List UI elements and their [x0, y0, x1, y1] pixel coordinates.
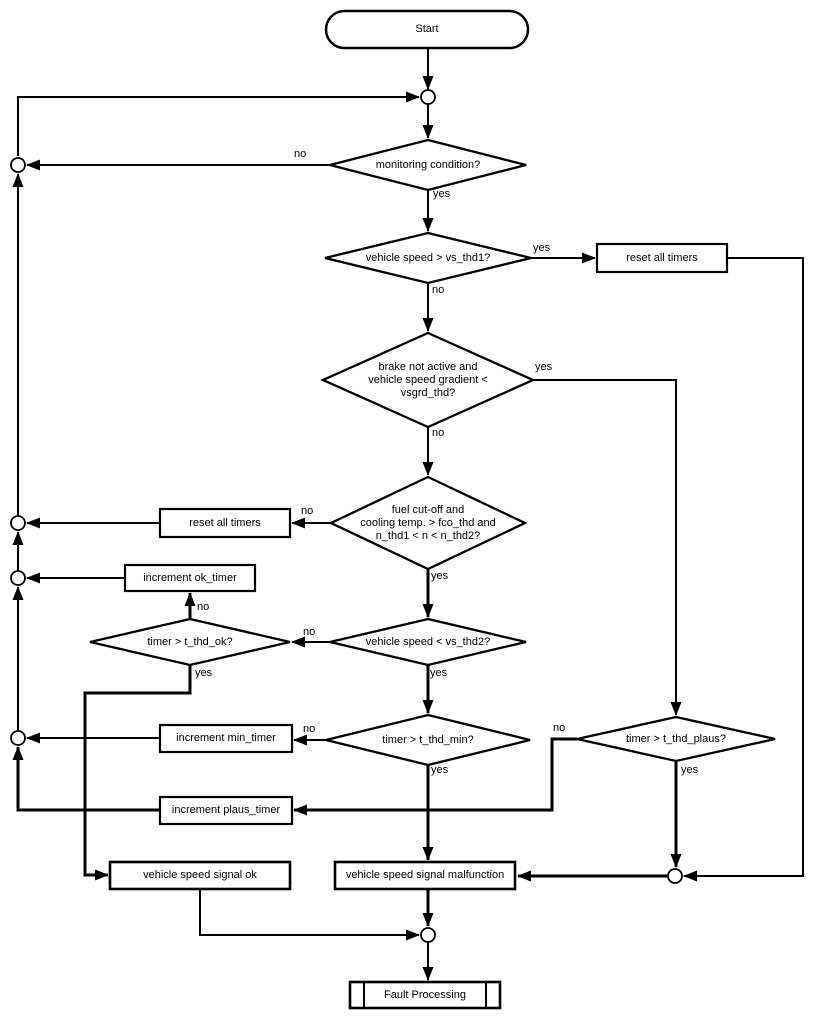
edge-reset-right-to-junction-br — [683, 257, 804, 882]
process-increment-ok-timer-shape — [123, 563, 257, 593]
decision-t-thd-ok-shape — [89, 617, 291, 667]
junction-bottom-right-circle — [667, 868, 683, 884]
edge-signal-ok-to-junction — [199, 889, 420, 941]
process-increment-plaus-timer-shape — [158, 795, 294, 826]
decision-fuel-cut-off-shape — [328, 475, 528, 571]
decision-t-thd-plaus-shape — [576, 715, 776, 763]
edge-layer — [12, 48, 804, 981]
process-increment-min-timer-shape — [158, 723, 294, 754]
decision-vs-thd2-shape — [329, 617, 527, 667]
edge-t-thd-ok-yes — [83, 665, 192, 881]
edge-plaus-timer-to-rail — [12, 746, 160, 812]
decision-brake-not-active-shape — [320, 331, 536, 429]
start-terminator-shape — [324, 9, 530, 50]
edge-left-rail-to-top-junction — [17, 91, 420, 156]
edge-t-thd-plaus-no — [293, 737, 577, 816]
junction-left-2-circle — [10, 515, 26, 531]
junction-left-3-circle — [10, 570, 26, 586]
junction-bottom-center-circle — [420, 927, 436, 943]
junction-top-circle — [420, 89, 436, 105]
decision-monitoring-condition-shape — [329, 138, 527, 192]
edge-brake-yes — [533, 379, 682, 716]
junction-left-1-circle — [10, 157, 26, 173]
process-reset-all-timers-left-shape — [158, 507, 292, 539]
junction-left-4-circle — [10, 730, 26, 746]
process-reset-all-timers-right-shape — [595, 242, 729, 274]
predefined-process-fault-shape — [348, 980, 502, 1010]
process-signal-ok-shape — [108, 860, 292, 891]
process-signal-malfunction-shape — [333, 860, 517, 891]
decision-vs-thd1-shape — [324, 231, 532, 285]
decision-t-thd-min-shape — [325, 713, 531, 767]
